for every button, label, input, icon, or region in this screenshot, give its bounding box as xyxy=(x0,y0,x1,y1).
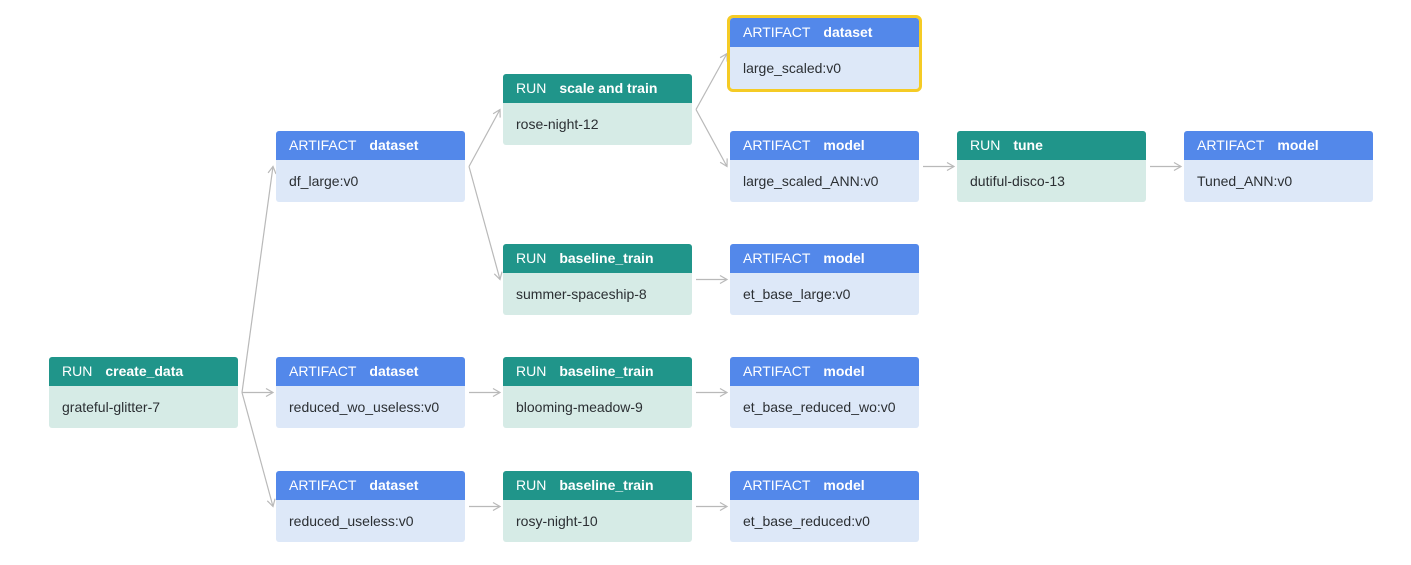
node-kind-label: RUN xyxy=(516,250,547,266)
node-job-label: model xyxy=(823,363,865,379)
node-run-scale-and-train[interactable]: RUN scale and train rose-night-12 xyxy=(503,74,692,145)
node-job-label: model xyxy=(823,250,865,266)
node-artifact-df-large[interactable]: ARTIFACT dataset df_large:v0 xyxy=(276,131,465,202)
node-kind-label: ARTIFACT xyxy=(743,250,811,266)
node-job-label: model xyxy=(823,137,865,153)
edge-n4-n8 xyxy=(695,52,728,110)
node-name: et_base_large:v0 xyxy=(730,273,919,315)
node-kind-label: ARTIFACT xyxy=(1197,137,1265,153)
node-job-label: dataset xyxy=(823,24,873,40)
node-run-create-data[interactable]: RUN create_data grateful-glitter-7 xyxy=(49,357,238,428)
node-job-label: dataset xyxy=(369,477,419,493)
node-artifact-tuned-ann[interactable]: ARTIFACT model Tuned_ANN:v0 xyxy=(1184,131,1373,202)
node-job-label: dataset xyxy=(369,137,419,153)
node-name: df_large:v0 xyxy=(276,160,465,202)
edge-n0-n3 xyxy=(241,392,276,508)
edge-n1-n4 xyxy=(468,108,501,167)
node-kind-label: ARTIFACT xyxy=(289,137,357,153)
node-kind-label: RUN xyxy=(516,80,547,96)
node-kind-label: ARTIFACT xyxy=(743,477,811,493)
edge-n0-n1 xyxy=(241,165,277,393)
node-name: reduced_useless:v0 xyxy=(276,500,465,542)
node-run-baseline-train-blooming[interactable]: RUN baseline_train blooming-meadow-9 xyxy=(503,357,692,428)
node-kind-label: ARTIFACT xyxy=(743,363,811,379)
node-name: large_scaled_ANN:v0 xyxy=(730,160,919,202)
node-job-label: model xyxy=(823,477,865,493)
node-job-label: model xyxy=(1277,137,1319,153)
node-job-label: baseline_train xyxy=(559,363,654,379)
node-run-tune[interactable]: RUN tune dutiful-disco-13 xyxy=(957,131,1146,202)
node-artifact-reduced-useless[interactable]: ARTIFACT dataset reduced_useless:v0 xyxy=(276,471,465,542)
node-name: reduced_wo_useless:v0 xyxy=(276,386,465,428)
node-name: grateful-glitter-7 xyxy=(49,386,238,428)
node-artifact-large-scaled-ann[interactable]: ARTIFACT model large_scaled_ANN:v0 xyxy=(730,131,919,202)
node-artifact-large-scaled[interactable]: ARTIFACT dataset large_scaled:v0 xyxy=(727,15,922,92)
node-job-label: dataset xyxy=(369,363,419,379)
node-run-baseline-train-rosy[interactable]: RUN baseline_train rosy-night-10 xyxy=(503,471,692,542)
node-name: rose-night-12 xyxy=(503,103,692,145)
node-artifact-et-base-large[interactable]: ARTIFACT model et_base_large:v0 xyxy=(730,244,919,315)
node-kind-label: ARTIFACT xyxy=(289,363,357,379)
node-name: et_base_reduced:v0 xyxy=(730,500,919,542)
node-name: Tuned_ANN:v0 xyxy=(1184,160,1373,202)
edge-n4-n9 xyxy=(695,109,728,168)
node-kind-label: ARTIFACT xyxy=(743,24,811,40)
node-kind-label: RUN xyxy=(62,363,93,379)
node-kind-label: RUN xyxy=(516,363,547,379)
node-job-label: baseline_train xyxy=(559,477,654,493)
node-name: large_scaled:v0 xyxy=(730,47,919,89)
node-kind-label: RUN xyxy=(970,137,1001,153)
node-name: dutiful-disco-13 xyxy=(957,160,1146,202)
node-job-label: create_data xyxy=(105,363,184,379)
node-name: rosy-night-10 xyxy=(503,500,692,542)
node-job-label: tune xyxy=(1013,137,1043,153)
node-kind-label: ARTIFACT xyxy=(289,477,357,493)
node-name: et_base_reduced_wo:v0 xyxy=(730,386,919,428)
node-artifact-et-base-reduced[interactable]: ARTIFACT model et_base_reduced:v0 xyxy=(730,471,919,542)
node-job-label: baseline_train xyxy=(559,250,654,266)
node-name: summer-spaceship-8 xyxy=(503,273,692,315)
node-run-baseline-train-summer[interactable]: RUN baseline_train summer-spaceship-8 xyxy=(503,244,692,315)
node-name: blooming-meadow-9 xyxy=(503,386,692,428)
node-artifact-et-base-reduced-wo[interactable]: ARTIFACT model et_base_reduced_wo:v0 xyxy=(730,357,919,428)
node-kind-label: ARTIFACT xyxy=(743,137,811,153)
node-kind-label: RUN xyxy=(516,477,547,493)
edge-n1-n5 xyxy=(468,166,503,281)
node-job-label: scale and train xyxy=(559,80,658,96)
node-artifact-reduced-wo-useless[interactable]: ARTIFACT dataset reduced_wo_useless:v0 xyxy=(276,357,465,428)
